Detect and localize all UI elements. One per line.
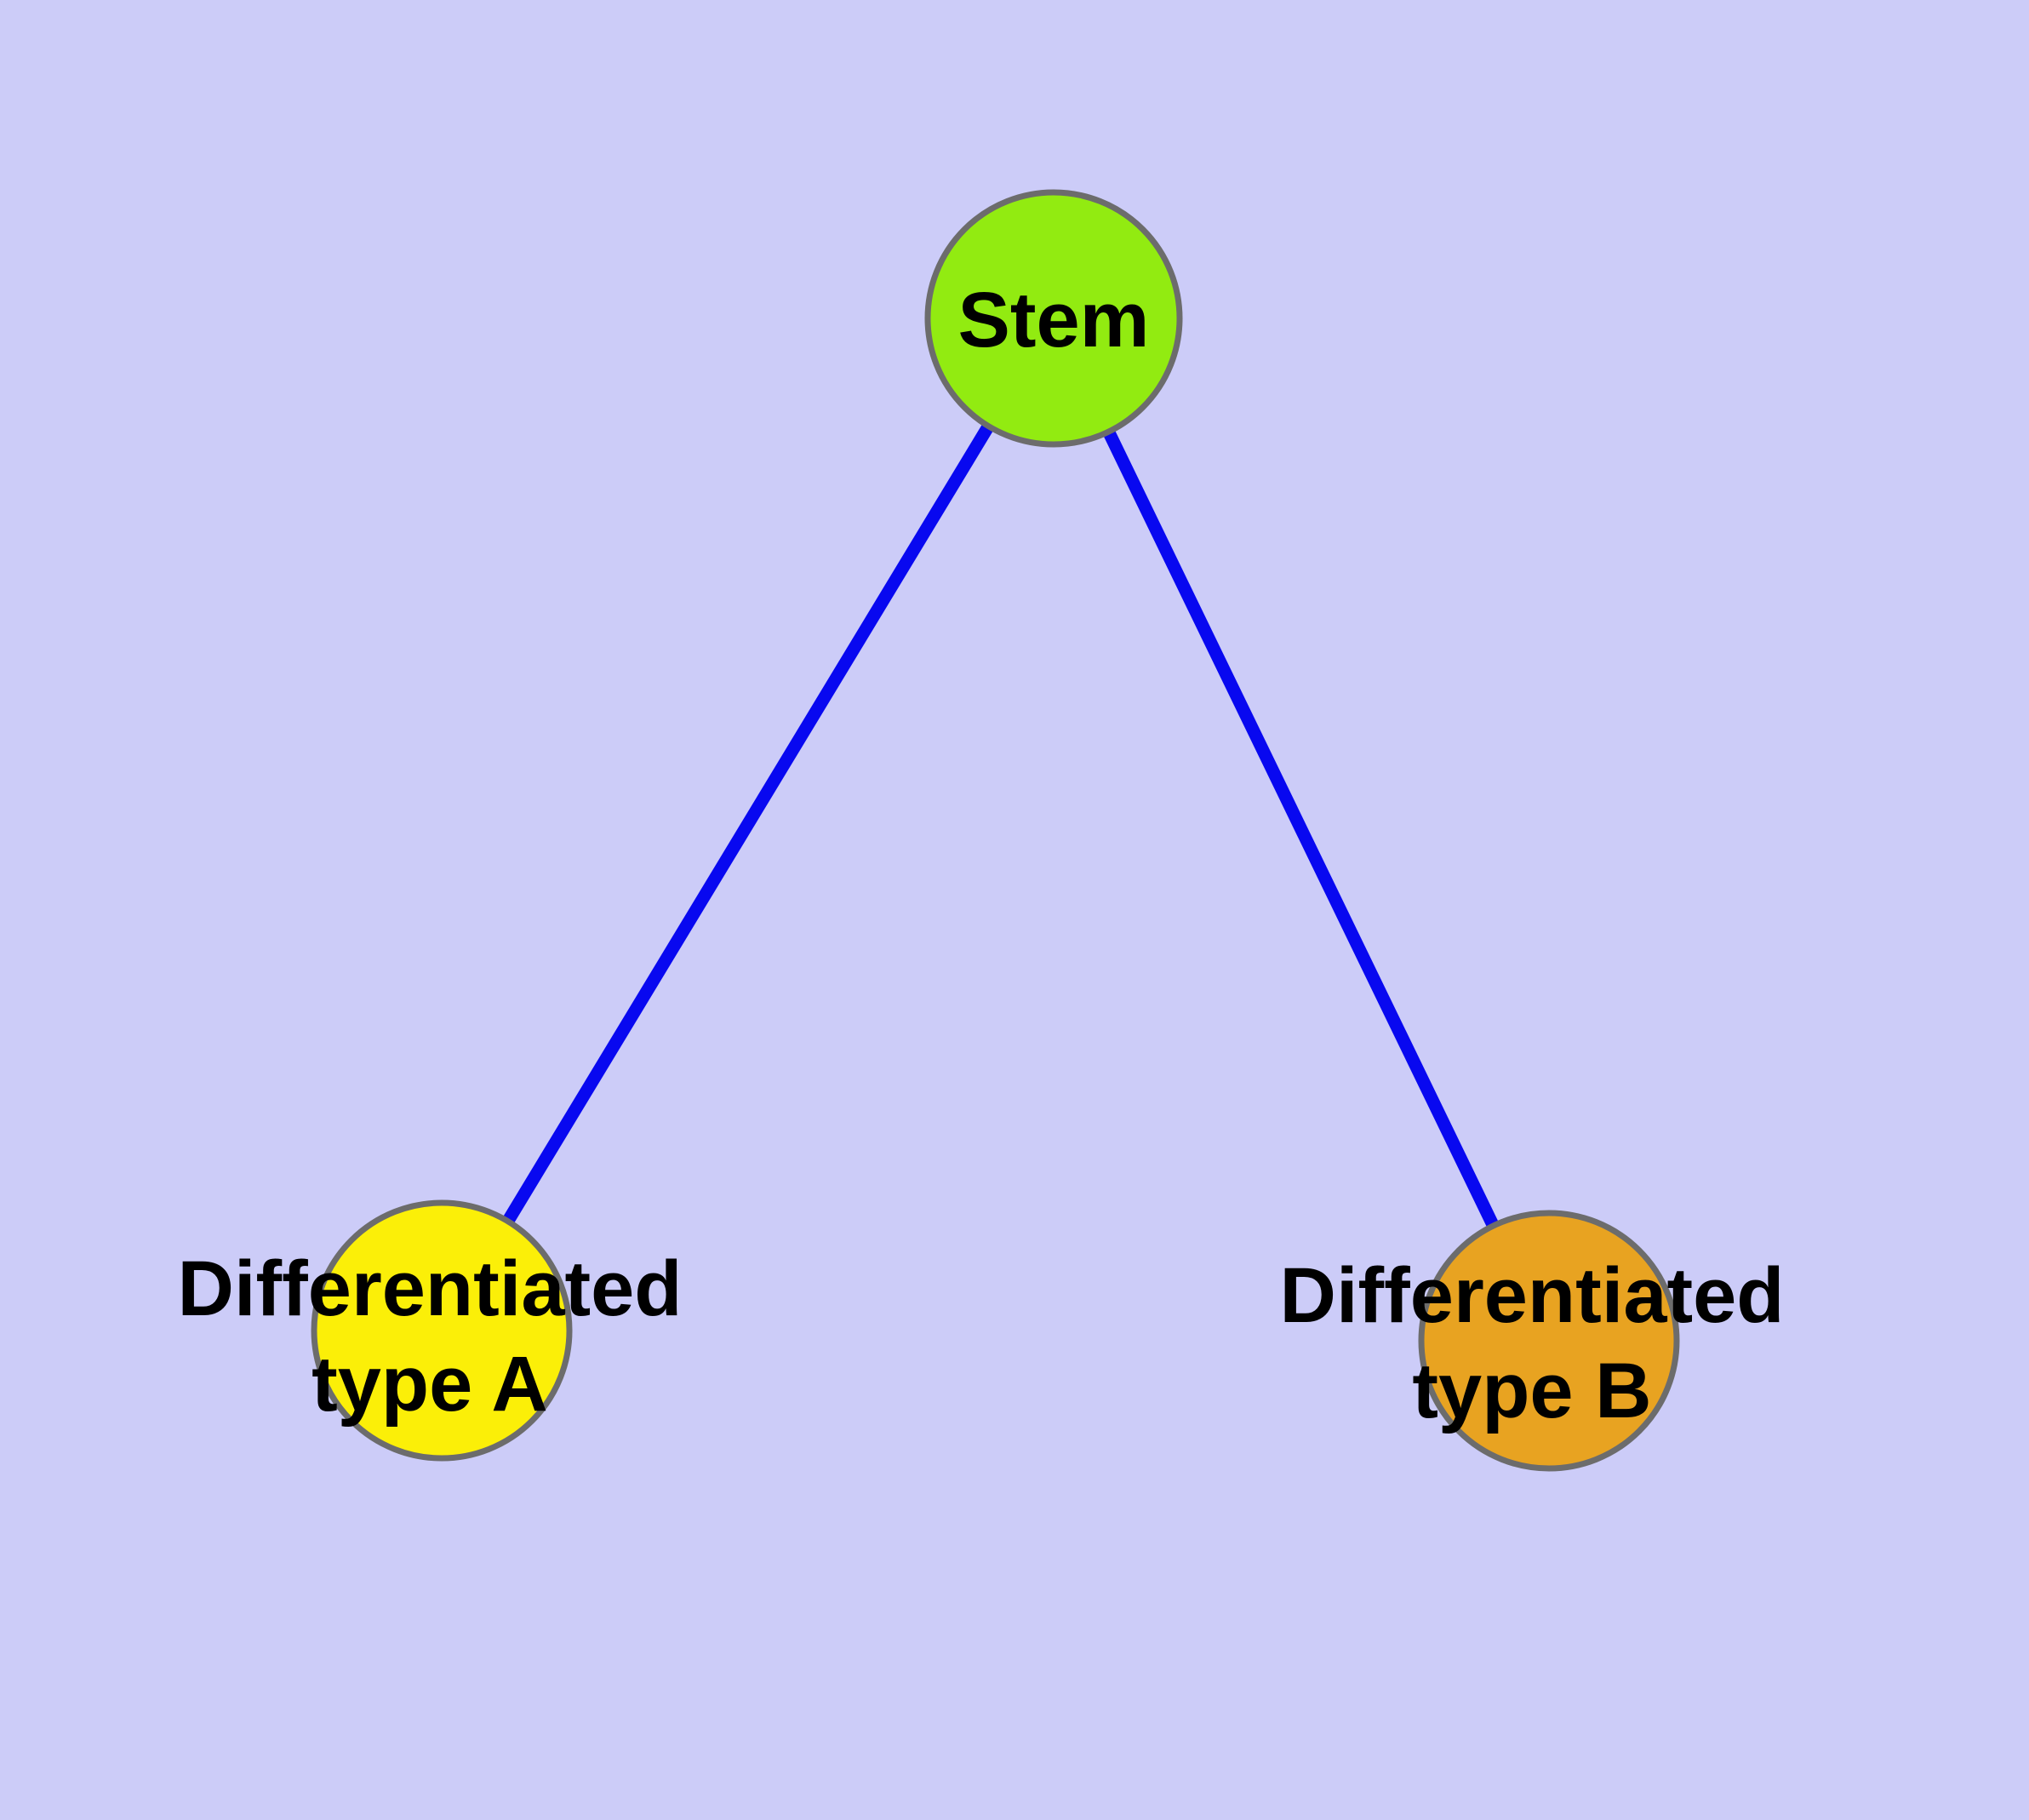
node-differentiated-type-b-label: Differentiated type B (1279, 1252, 1785, 1434)
node-differentiated-type-b-circle (1418, 1210, 1680, 1472)
node-stem-label: Stem (957, 277, 1150, 363)
node-differentiated-type-a-label: Differentiated type A (177, 1245, 683, 1428)
edge-stem-to-type-b (1048, 315, 1555, 1344)
node-differentiated-type-a-circle (311, 1199, 573, 1462)
node-stem-circle (924, 189, 1183, 448)
edge-stem-to-type-a (436, 315, 1060, 1334)
